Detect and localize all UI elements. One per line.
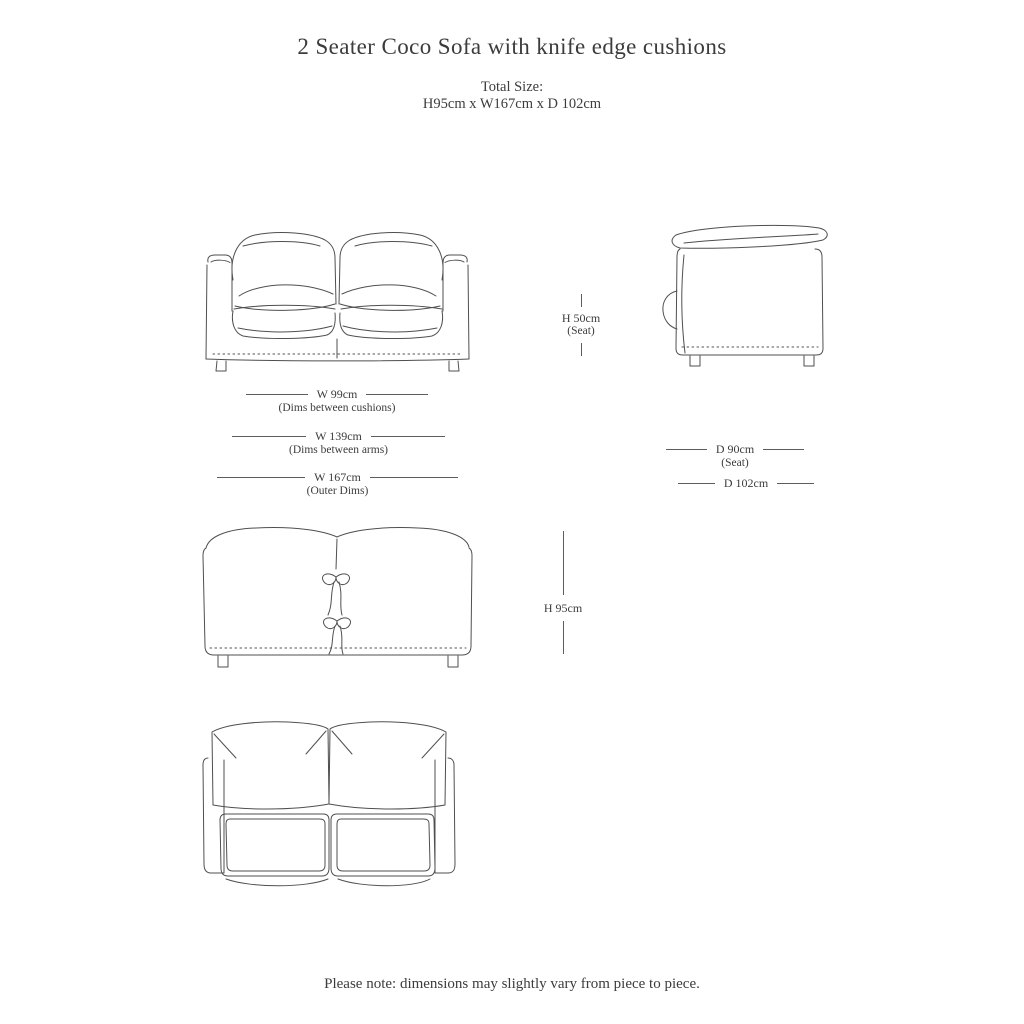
back-outline <box>202 527 473 656</box>
side-body <box>662 248 824 356</box>
page-title: 2 Seater Coco Sofa with knife edge cushi… <box>297 34 727 59</box>
dim-overall-height-label: H 95cm <box>543 601 583 615</box>
total-size-label: Total Size: <box>480 79 544 95</box>
dimension-line <box>246 393 308 395</box>
sofa-front-view-drawing <box>205 232 470 372</box>
dimension-line-vertical <box>562 531 564 595</box>
top-back-cushions <box>211 721 447 810</box>
dimension-line-vertical <box>562 621 564 654</box>
footer-note: Please note: dimensions may slightly var… <box>324 976 700 992</box>
dim-overall-height: H 95cm <box>520 531 606 654</box>
dimension-line <box>217 476 306 478</box>
side-feet <box>689 355 815 367</box>
dimension-tick <box>580 294 582 307</box>
dim-seat-height-sublabel: (Seat) <box>567 325 595 337</box>
dim-depth-outer: D 102cm <box>678 476 815 490</box>
total-size-value: H95cm x W167cm x D 102cm <box>422 96 602 112</box>
dim-seat-height: H 50cm (Seat) <box>538 294 624 357</box>
sofa-back-view-drawing <box>202 527 473 668</box>
dimension-line <box>666 449 707 450</box>
sofa-top-view-drawing <box>202 721 456 887</box>
dim-width-between-cushions-label: W 99cm <box>316 387 358 401</box>
top-seat-cushions <box>219 813 436 887</box>
back-feet <box>217 655 459 668</box>
dim-width-outer: W 167cm <box>217 471 458 483</box>
dimension-line <box>763 449 805 450</box>
dim-depth-seat: D 90cm (Seat) <box>666 442 805 470</box>
front-back-cushions <box>231 232 444 311</box>
dimension-line <box>232 435 307 437</box>
front-feet <box>215 360 460 372</box>
side-back-cushion <box>671 224 828 249</box>
dim-width-outer-sublabel: (Outer Dims) <box>306 485 369 497</box>
dimension-tick <box>580 343 582 357</box>
back-ties <box>322 538 351 655</box>
front-seat-cushions <box>231 304 444 340</box>
dimension-line <box>777 482 815 484</box>
dimension-line <box>369 476 458 478</box>
sofa-side-view-drawing <box>662 224 828 367</box>
dim-seat-height-label: H 50cm <box>561 311 601 325</box>
front-right-arm <box>442 254 470 360</box>
dimension-line <box>366 393 428 395</box>
front-base <box>205 338 470 362</box>
dim-width-between-cushions: W 99cm <box>246 388 428 400</box>
dimension-line <box>678 482 715 484</box>
dim-width-between-arms-sublabel: (Dims between arms) <box>289 444 388 456</box>
dim-depth-seat-sublabel: (Seat) <box>721 457 749 469</box>
dim-width-between-cushions-sublabel: (Dims between cushions) <box>278 402 396 414</box>
dim-width-outer-label: W 167cm <box>314 470 361 484</box>
dim-depth-seat-label: D 90cm <box>715 442 755 456</box>
front-left-arm <box>205 254 233 360</box>
top-arms <box>202 757 456 874</box>
dim-width-between-arms-label: W 139cm <box>315 429 362 443</box>
dimension-line <box>370 435 445 437</box>
dim-width-between-arms: W 139cm <box>232 430 445 442</box>
dim-depth-outer-label: D 102cm <box>723 476 769 490</box>
